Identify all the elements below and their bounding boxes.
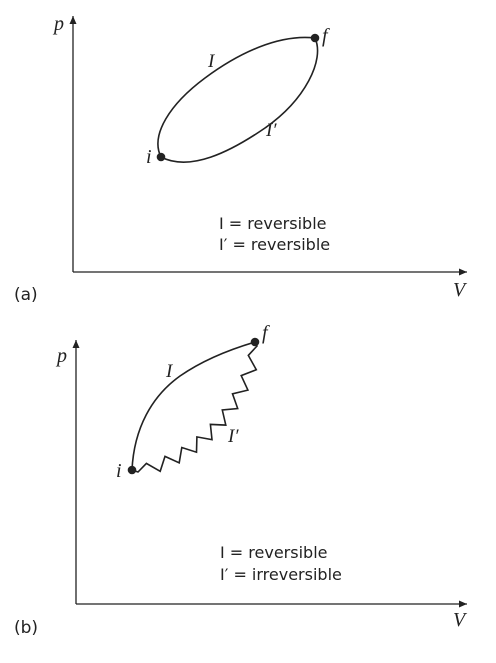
panel-b-point-i-dot bbox=[127, 465, 137, 475]
panel-a-point-f-label: f bbox=[322, 25, 330, 47]
panel-b-point-f-label: f bbox=[262, 322, 270, 344]
panel-a-legend-line-1: I = reversible bbox=[219, 214, 326, 233]
panel-b-point-f-dot bbox=[250, 337, 260, 347]
panel-b-legend-line-1: I = reversible bbox=[220, 543, 327, 562]
panel-b-point-i-label: i bbox=[116, 460, 122, 482]
panel-a-path-upper-label: I bbox=[207, 51, 216, 72]
panel-a-path-upper bbox=[157, 36, 316, 158]
panel-b-label: (b) bbox=[14, 618, 38, 638]
panel-a-point-i-label: i bbox=[146, 146, 152, 168]
panel-a-path-lower bbox=[160, 37, 319, 163]
panel-a: p V (a) i f I I′ I = reversible I′ = rev… bbox=[14, 13, 468, 305]
panel-b-path-lower-label: I′ bbox=[227, 426, 239, 447]
panel-b-path-lower-zigzag bbox=[131, 341, 258, 473]
panel-b-legend-line-2: I′ = irreversible bbox=[220, 565, 342, 584]
panel-a-label: (a) bbox=[14, 285, 38, 305]
panel-b-y-axis-label: p bbox=[55, 345, 67, 367]
panel-a-point-f-dot bbox=[310, 33, 320, 43]
panel-b-x-axis-label: V bbox=[453, 609, 468, 631]
panel-a-legend-line-2: I′ = reversible bbox=[219, 235, 330, 254]
panel-a-point-i-dot bbox=[156, 152, 166, 162]
panel-a-y-axis-label: p bbox=[52, 13, 64, 35]
panel-b-path-upper-label: I bbox=[165, 361, 174, 382]
panel-b: p V (b) i f I I′ I = reversible I′ = irr… bbox=[14, 322, 468, 638]
panel-b-path-upper bbox=[131, 341, 256, 471]
panel-a-x-axis-label: V bbox=[453, 279, 468, 301]
panel-a-path-lower-label: I′ bbox=[265, 120, 277, 141]
